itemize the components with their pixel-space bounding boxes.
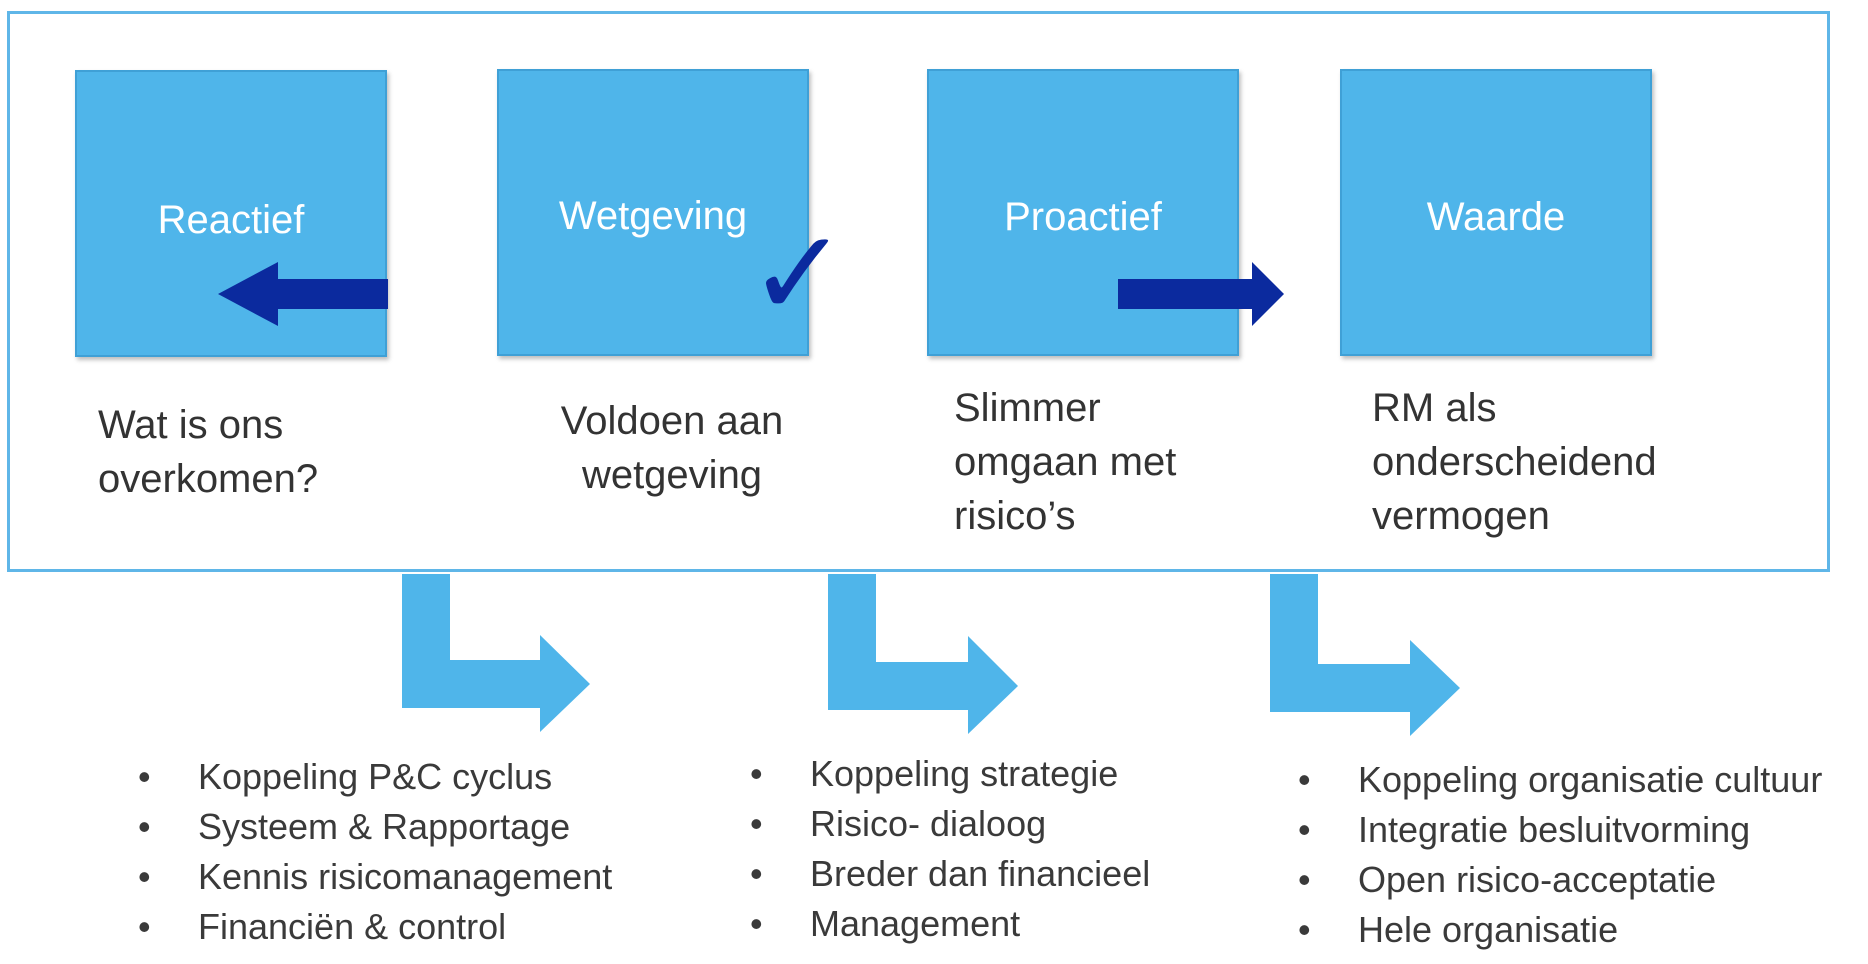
bullet-list-1: Koppeling P&C cyclus Systeem & Rapportag…: [138, 752, 612, 952]
list-item: Koppeling organisatie cultuur: [1298, 755, 1822, 805]
caption-line: Slimmer: [954, 386, 1101, 430]
stage-box-reactief: Reactief: [75, 70, 387, 357]
list-item: Risico- dialoog: [750, 799, 1150, 849]
caption-line: risico’s: [954, 494, 1076, 538]
caption-line: Voldoen aan: [560, 399, 784, 443]
checkmark-icon: ✓: [748, 205, 849, 344]
right-arrow-icon: [1118, 262, 1284, 326]
bullet-list-2: Koppeling strategie Risico- dialoog Bred…: [750, 749, 1150, 949]
bend-arrow-icon: [828, 574, 1018, 734]
bend-arrow-icon: [1270, 574, 1460, 736]
list-item: Integratie besluitvorming: [1298, 805, 1822, 855]
caption-line: RM als: [1372, 386, 1497, 430]
caption-line: wetgeving: [581, 453, 763, 497]
list-item: Management: [750, 899, 1150, 949]
caption-line: overkomen?: [98, 457, 319, 501]
stage-caption-waarde: RM als onderscheidend vermogen: [1372, 381, 1657, 543]
stage-caption-proactief: Slimmer omgaan met risico’s: [954, 381, 1176, 543]
stage-label: Wetgeving: [558, 194, 748, 238]
list-item: Hele organisatie: [1298, 905, 1822, 955]
list-item: Koppeling P&C cyclus: [138, 752, 612, 802]
list-item: Financiën & control: [138, 902, 612, 952]
stage-box-waarde: Waarde: [1340, 69, 1652, 356]
caption-line: omgaan met: [954, 440, 1177, 484]
list-item: Breder dan financieel: [750, 849, 1150, 899]
left-arrow-icon: [218, 262, 388, 326]
list-item: Systeem & Rapportage: [138, 802, 612, 852]
caption-line: vermogen: [1372, 494, 1550, 538]
stage-box-wetgeving: Wetgeving: [497, 69, 809, 356]
bullet-list-3: Koppeling organisatie cultuur Integratie…: [1298, 755, 1822, 955]
list-item: Open risico-acceptatie: [1298, 855, 1822, 905]
caption-line: Wat is ons: [98, 403, 284, 447]
stage-label: Reactief: [157, 198, 305, 242]
bend-arrow-icon: [402, 574, 590, 732]
list-item: Kennis risicomanagement: [138, 852, 612, 902]
stage-label: Proactief: [1004, 195, 1162, 239]
stage-label: Waarde: [1426, 195, 1566, 239]
caption-line: onderscheidend: [1372, 440, 1657, 484]
stage-caption-wetgeving: Voldoen aan wetgeving: [522, 394, 822, 502]
stage-caption-reactief: Wat is ons overkomen?: [98, 398, 318, 506]
list-item: Koppeling strategie: [750, 749, 1150, 799]
